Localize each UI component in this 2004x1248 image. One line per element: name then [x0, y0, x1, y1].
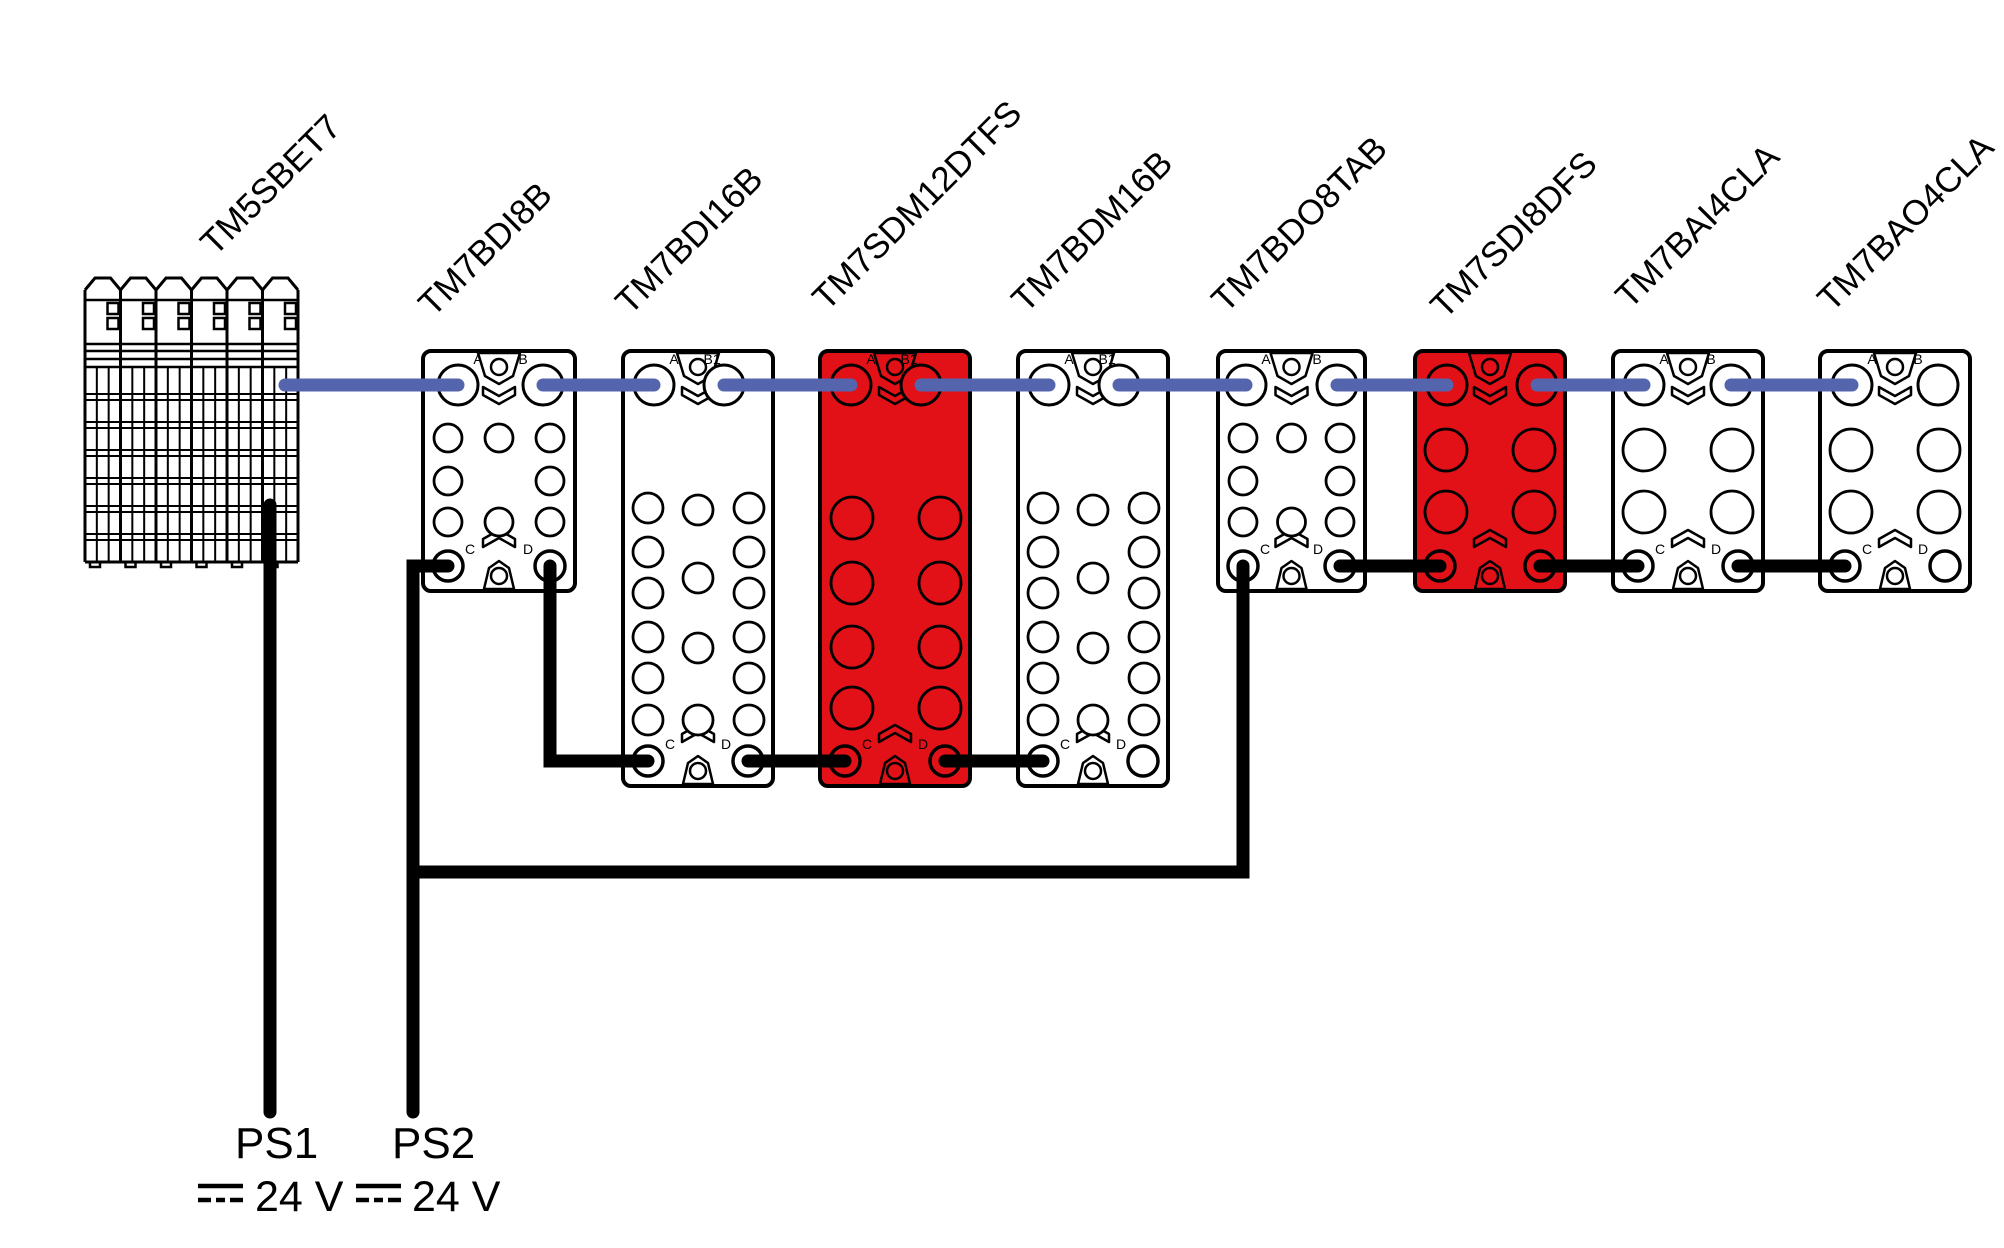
port-c-label: C: [1862, 541, 1872, 557]
module-label: TM7BAO4CLA: [1810, 127, 2002, 319]
port-d-label: D: [1313, 541, 1323, 557]
power-supply-ps1: PS1 24 V: [198, 1119, 344, 1221]
port-b-label: B: [1706, 351, 1715, 367]
port-a-label: A: [1064, 351, 1074, 367]
port-d-label: D: [721, 736, 731, 752]
power-wire-2: [406, 559, 455, 1119]
port-a-label: A: [1867, 351, 1877, 367]
port-b-label: B: [1312, 351, 1321, 367]
wire-junction: [406, 865, 420, 879]
rack-label: TM5SBET7: [193, 107, 348, 262]
port-c-label: C: [1260, 541, 1270, 557]
port-c-label: C: [1655, 541, 1665, 557]
wires: [263, 378, 1859, 1119]
port-a-label: A: [1261, 351, 1271, 367]
module-label: TM7BDM16B: [1004, 144, 1180, 320]
module-label: TM7BDI8B: [411, 175, 560, 324]
module-label: TM7BDO8TAB: [1204, 129, 1395, 320]
module-TM7BAI4CLA: A B C D TM7BAI4CLA: [1608, 136, 1787, 593]
module-TM7BDM16B: A B1C D TM7BDM16B: [1004, 144, 1180, 788]
module-TM7BDI16B: A B1C D TM7BDI16B: [608, 159, 775, 788]
port-d-label: D: [1116, 736, 1126, 752]
port-b-label: B1: [1098, 351, 1115, 367]
module-TM7SDI8DFS: TM7SDI8DFS: [1413, 144, 1605, 593]
port-b-label: B1: [900, 351, 917, 367]
module-label: TM7SDI8DFS: [1423, 144, 1605, 326]
port-a-label: A: [1659, 351, 1669, 367]
power-wire-3: [406, 559, 1250, 879]
ps-name: PS1: [235, 1119, 318, 1168]
port-c-label: C: [1060, 736, 1070, 752]
port-b-label: B: [518, 351, 527, 367]
port-c-label: C: [465, 541, 475, 557]
module-label: TM7BDI16B: [608, 159, 770, 321]
ps-name: PS2: [392, 1119, 475, 1168]
ps-voltage: 24 V: [412, 1173, 501, 1221]
port-d-label: D: [1918, 541, 1928, 557]
port-c-label: C: [665, 736, 675, 752]
module-TM7BAO4CLA: A B C D TM7BAO4CLA: [1810, 127, 2002, 593]
port-a-label: A: [473, 351, 483, 367]
power-supply-ps2: PS2 24 V: [356, 1119, 501, 1221]
port-d-label: D: [918, 736, 928, 752]
bus-rack-TM5SBET7: TM5SBET7: [83, 107, 349, 569]
port-b-label: B: [1913, 351, 1922, 367]
port-a-label: A: [669, 351, 679, 367]
port-c-label: C: [862, 736, 872, 752]
module-label: TM7BAI4CLA: [1608, 136, 1787, 315]
port-d-label: D: [523, 541, 533, 557]
module-TM7SDM12DTFS: A B1C D TM7SDM12DTFS: [805, 93, 1029, 788]
port-d-label: D: [1711, 541, 1721, 557]
port-b-label: B1: [703, 351, 720, 367]
module-label: TM7SDM12DTFS: [805, 93, 1029, 317]
ps-voltage: 24 V: [255, 1173, 344, 1221]
port-a-label: A: [866, 351, 876, 367]
power-wire-4: [543, 559, 655, 768]
module-TM7BDO8TAB: A B C D TM7BDO8TAB: [1204, 129, 1395, 593]
